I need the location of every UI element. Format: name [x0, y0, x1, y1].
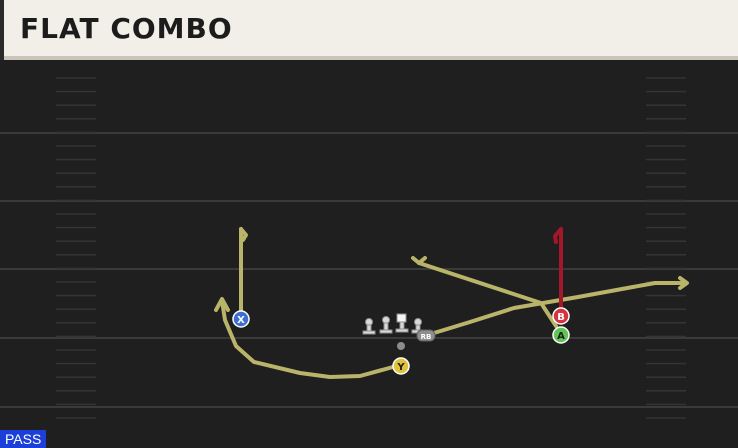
offensive-line	[362, 313, 423, 335]
lineman-icon	[379, 316, 393, 334]
route-rb-arrow	[678, 276, 689, 290]
hash-marks-right	[646, 77, 686, 419]
route-rb	[432, 281, 688, 335]
player-x: X	[232, 310, 250, 328]
player-y-label: Y	[396, 362, 405, 373]
title-bar: FLAT COMBO	[0, 0, 738, 60]
player-b: B	[552, 307, 570, 325]
player-rb: RB	[416, 329, 436, 342]
play-field: RB X Y B A	[0, 77, 738, 419]
play-type-badge: PASS	[0, 430, 47, 448]
route-x-arrow	[239, 227, 248, 242]
lineman-icon	[362, 318, 376, 335]
route-y	[220, 299, 395, 379]
play-title: FLAT COMBO	[20, 12, 233, 45]
player-y: Y	[392, 357, 410, 375]
player-x-label: X	[237, 315, 245, 326]
center-icon	[395, 313, 409, 333]
route-a-arrow	[411, 256, 427, 265]
route-b-arrow	[553, 227, 563, 244]
route-y-arrow	[214, 297, 230, 312]
hash-marks-left	[56, 77, 96, 419]
yard-lines	[0, 132, 738, 408]
qb-dot-icon	[397, 342, 405, 350]
player-rb-label: RB	[421, 333, 432, 341]
player-a: A	[552, 326, 570, 344]
player-b-label: B	[557, 312, 565, 323]
title-accent	[0, 0, 4, 60]
player-a-label: A	[557, 331, 565, 342]
